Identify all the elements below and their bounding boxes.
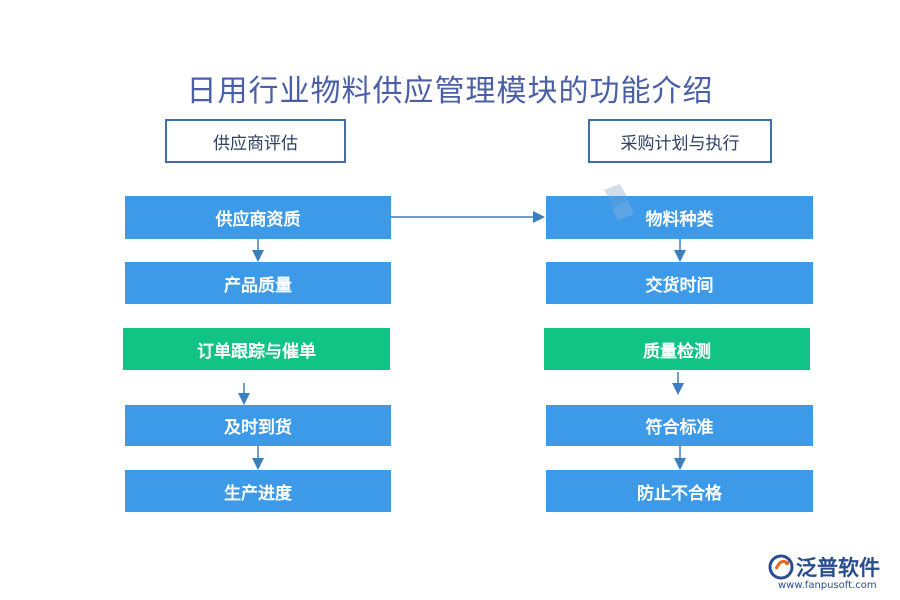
node-right-5: 防止不合格 bbox=[546, 470, 813, 512]
brand-url: www.fanpusoft.com bbox=[778, 580, 877, 591]
node-right-2: 交货时间 bbox=[546, 262, 813, 304]
brand-logo: 泛普软件 www.fanpusoft.com bbox=[768, 552, 890, 594]
node-left-1: 供应商资质 bbox=[125, 196, 391, 239]
watermark-logo bbox=[598, 180, 708, 240]
right-header: 采购计划与执行 bbox=[588, 119, 772, 163]
node-right-1: 物料种类 bbox=[546, 196, 813, 239]
brand-logo-icon bbox=[768, 554, 794, 580]
node-left-4: 及时到货 bbox=[125, 405, 391, 446]
diagram-title: 日用行业物料供应管理模块的功能介绍 bbox=[186, 74, 714, 109]
node-left-2: 产品质量 bbox=[125, 262, 391, 304]
node-right-4: 符合标准 bbox=[546, 405, 813, 446]
left-header: 供应商评估 bbox=[165, 119, 346, 163]
node-left-5: 生产进度 bbox=[125, 470, 391, 512]
brand-name: 泛普软件 bbox=[796, 556, 880, 580]
node-left-3: 订单跟踪与催单 bbox=[123, 328, 390, 370]
node-right-3: 质量检测 bbox=[544, 328, 810, 370]
